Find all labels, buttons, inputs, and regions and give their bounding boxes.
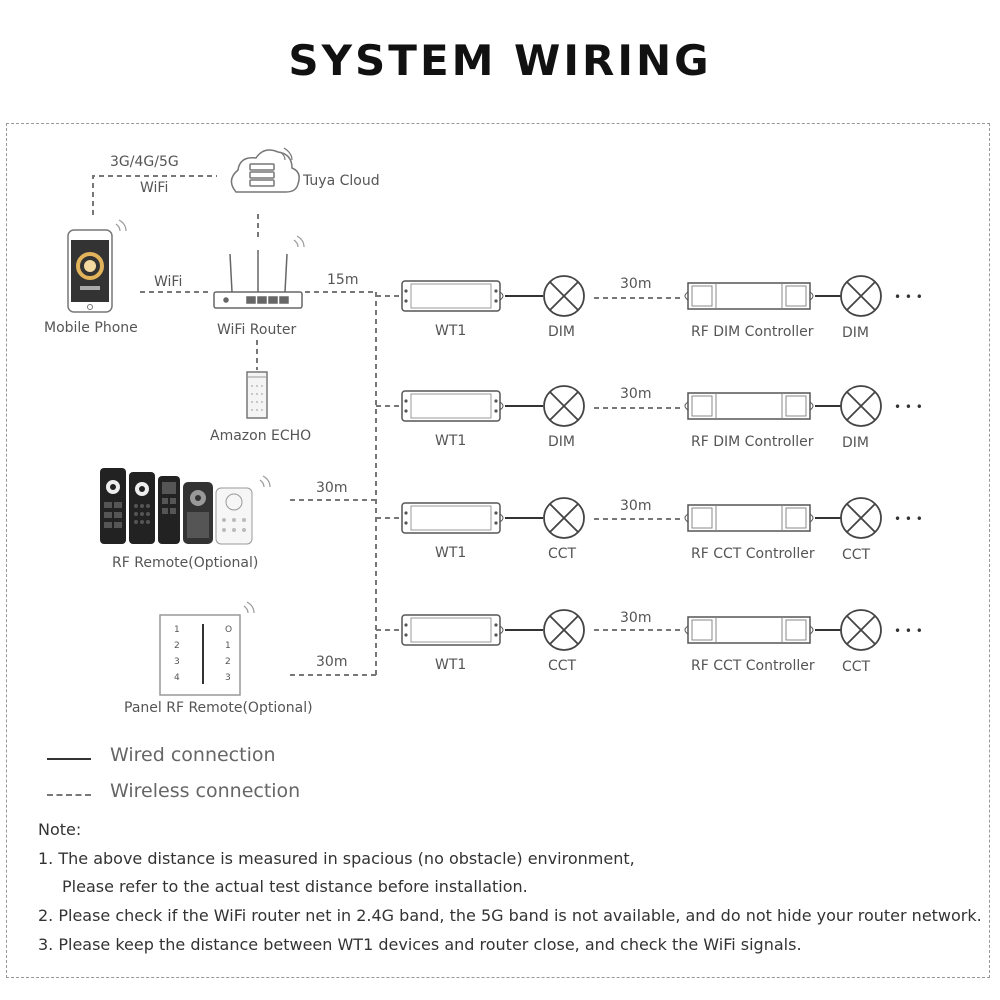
network-3g-label: 3G/4G/5G [110, 154, 179, 170]
lamp-icon [543, 385, 585, 427]
panel-key-right-1: O [225, 625, 232, 635]
wt1-label: WT1 [435, 545, 466, 561]
rf-controller-icon [684, 504, 814, 532]
device-row: WT1 DIM 30m RF DIM Controller DIM • • • [401, 385, 923, 451]
device-row: WT1 DIM 30m RF DIM Controller DIM • • • [401, 275, 923, 341]
panel-key-left-3: 3 [174, 657, 180, 667]
router-distance-label: 15m [327, 272, 358, 288]
lamp-icon [840, 497, 882, 539]
lamp-icon [543, 275, 585, 317]
distance-label: 30m [620, 276, 651, 292]
wt1-device-icon [401, 390, 504, 422]
device-row: WT1 CCT 30m RF CCT Controller CCT • • • [401, 497, 923, 563]
lamp-icon [840, 275, 882, 317]
lamp-type-label: CCT [842, 659, 871, 675]
phone-cloud-link [92, 175, 217, 215]
legend-wired-swatch [47, 758, 91, 760]
wt1-label: WT1 [435, 433, 466, 449]
controller-label: RF CCT Controller [691, 658, 815, 674]
lamp-type-label: DIM [548, 324, 575, 340]
legend-wireless-swatch [47, 794, 91, 796]
controller-label: RF CCT Controller [691, 546, 815, 562]
distance-label: 30m [620, 498, 651, 514]
note-3: 3. Please keep the distance between WT1 … [38, 935, 802, 954]
rf-controller-icon [684, 392, 814, 420]
page-title: SYSTEM WIRING [288, 36, 712, 85]
wt1-label: WT1 [435, 323, 466, 339]
note-1a: 1. The above distance is measured in spa… [38, 849, 635, 868]
panel-key-left-2: 2 [174, 641, 180, 651]
wireless-links [92, 175, 680, 676]
rf-controller-icon [684, 282, 814, 310]
lamp-type-label: DIM [842, 325, 869, 341]
more-ellipsis: • • • [894, 400, 923, 414]
panel-rf-remote-icon [159, 601, 255, 696]
more-ellipsis: • • • [894, 290, 923, 304]
rf-remote-distance-label: 30m [316, 480, 347, 496]
panel-keys: 1 2 3 4 O 1 2 3 [174, 625, 232, 683]
lamp-icon [840, 385, 882, 427]
panel-key-right-3: 2 [225, 657, 231, 667]
rf-remote-label: RF Remote(Optional) [112, 555, 258, 571]
panel-distance-label: 30m [316, 654, 347, 670]
diagram-frame [6, 123, 990, 978]
amazon-echo-icon [246, 371, 268, 419]
panel-key-left-4: 4 [174, 673, 180, 683]
more-ellipsis: • • • [894, 512, 923, 526]
mobile-phone-label: Mobile Phone [44, 320, 138, 336]
wt1-device-icon [401, 280, 504, 312]
cloud-icon [230, 147, 300, 193]
left-labels: 3G/4G/5G WiFi Tuya Cloud WiFi Mobile Pho… [44, 154, 380, 716]
panel-key-right-4: 3 [225, 673, 231, 683]
tuya-cloud-label: Tuya Cloud [302, 173, 380, 189]
amazon-echo-label: Amazon ECHO [210, 428, 311, 444]
panel-rf-remote-label: Panel RF Remote(Optional) [124, 700, 313, 716]
rf-remote-icon [100, 468, 271, 545]
panel-key-left-1: 1 [174, 625, 180, 635]
lamp-type-label: DIM [842, 435, 869, 451]
phone-router-wifi-label: WiFi [154, 274, 182, 290]
wifi-router-icon [213, 235, 305, 309]
note-2: 2. Please check if the WiFi router net i… [38, 906, 982, 925]
more-ellipsis: • • • [894, 624, 923, 638]
note-1b: Please refer to the actual test distance… [62, 877, 528, 896]
lamp-type-label: CCT [842, 547, 871, 563]
device-row: WT1 CCT 30m RF CCT Controller CCT • • • [401, 609, 923, 675]
lamp-type-label: DIM [548, 434, 575, 450]
legend-wired-label: Wired connection [110, 744, 276, 766]
wt1-device-icon [401, 502, 504, 534]
wt1-label: WT1 [435, 657, 466, 673]
note-heading: Note: [38, 820, 82, 839]
lamp-icon [840, 609, 882, 651]
lamp-icon [543, 497, 585, 539]
controller-label: RF DIM Controller [691, 434, 814, 450]
network-wifi-label: WiFi [140, 180, 168, 196]
distance-label: 30m [620, 386, 651, 402]
lamp-type-label: CCT [548, 546, 577, 562]
lamp-type-label: CCT [548, 658, 577, 674]
wt1-device-icon [401, 614, 504, 646]
lamp-icon [543, 609, 585, 651]
distance-label: 30m [620, 610, 651, 626]
wifi-router-label: WiFi Router [217, 322, 296, 338]
mobile-phone-icon [67, 219, 127, 313]
controller-label: RF DIM Controller [691, 324, 814, 340]
panel-key-right-2: 1 [225, 641, 231, 651]
rf-controller-icon [684, 616, 814, 644]
legend-wireless-label: Wireless connection [110, 780, 301, 802]
